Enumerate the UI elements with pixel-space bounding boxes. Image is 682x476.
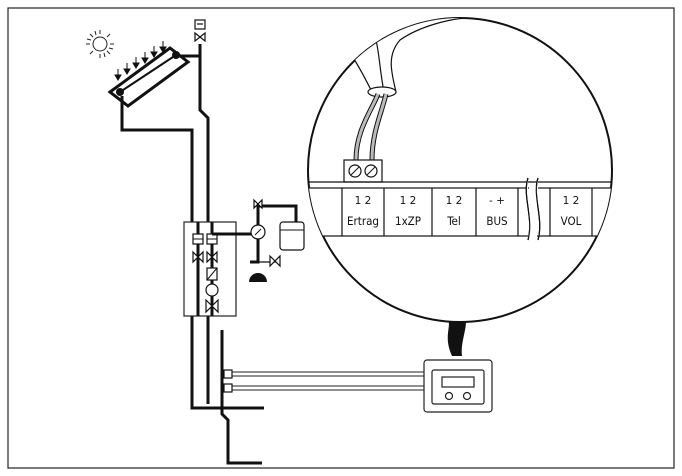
terminal-label-bus: BUS: [486, 214, 507, 228]
solar-controller: [423, 359, 493, 413]
terminal-label-tel: Tel: [446, 214, 461, 228]
terminal-pins-1xzp: 1 2: [400, 195, 417, 207]
expansion-group: [212, 198, 305, 282]
controller-knob-left: [444, 391, 454, 401]
outer-frame: [7, 7, 675, 469]
air-vent: [194, 19, 206, 43]
terminal-label-1xzp: 1xZP: [395, 214, 421, 228]
terminal-pins-tel: 1 2: [446, 195, 463, 207]
magnifier-pointer: [446, 314, 466, 356]
terminal-pins-bus: - +: [489, 195, 505, 207]
pump-station: [183, 221, 237, 317]
controller-display: [441, 376, 475, 388]
controller-knob-right: [462, 391, 472, 401]
sensor-wires: [223, 369, 424, 393]
terminal-label-ertrag: Ertrag: [347, 214, 379, 228]
solar-collector: [107, 41, 191, 108]
terminal-pins-vol: 1 2: [563, 195, 580, 207]
terminal-pins-ertrag: 1 2: [355, 195, 372, 207]
sun-icon: [86, 30, 114, 58]
terminal-strip: [308, 187, 612, 237]
terminal-label-vol: VOL: [561, 214, 582, 228]
